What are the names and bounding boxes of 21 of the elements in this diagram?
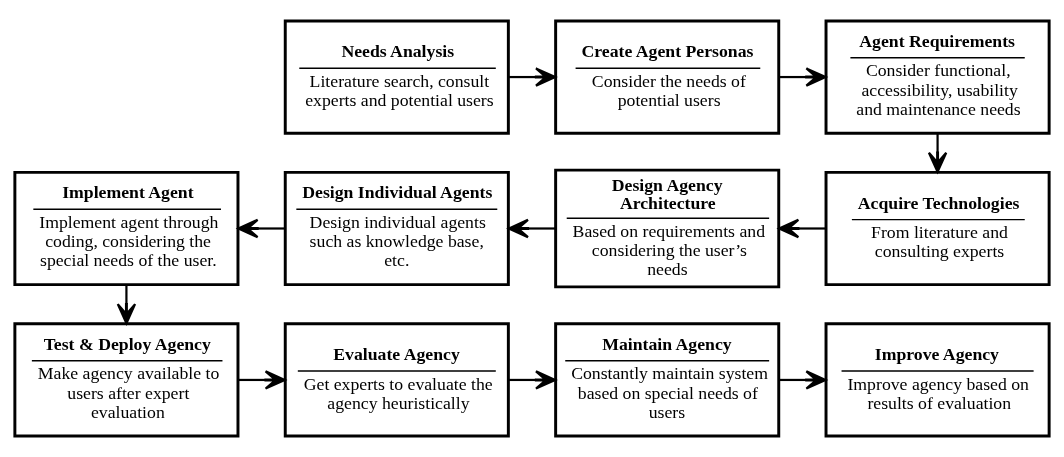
arrow <box>116 284 137 325</box>
node-box: Design Agency Architecture Based on requirements and considering the user’s needs <box>554 168 781 289</box>
arrow <box>927 133 948 173</box>
node-box: Maintain Agency Constantly maintain system based on special needs of users <box>554 322 781 438</box>
arrow <box>779 67 827 87</box>
arrow <box>778 218 826 239</box>
node-box: Improve Agency Improve agency based on results of evaluation <box>824 322 1051 438</box>
arrow <box>508 370 557 390</box>
node-box: Create Agent Personas Consider the needs of potential users <box>554 19 781 135</box>
node-box: Agent Requirements Consider functional, accessibility, usability and maintenance needs <box>824 19 1051 135</box>
node-box: Design Individual Agents Design individual agents such as knowledge base, etc. <box>283 170 510 287</box>
arrow <box>779 370 827 390</box>
node-box: Evaluate Agency Get experts to evaluate the agency heuristically <box>283 322 510 438</box>
node-box: Test & Deploy Agency Make agency available to users after expert evaluation <box>13 322 240 438</box>
node-box: Implement Agent Implement agent through coding, considering the special needs of the user. <box>13 170 240 287</box>
arrow <box>508 67 557 87</box>
node-box: Acquire Technologies From literature and consulting experts <box>824 170 1051 287</box>
node-box: Needs Analysis Literature search, consult experts and potential users <box>283 19 510 135</box>
arrow <box>238 370 286 390</box>
arrow <box>237 218 285 239</box>
arrow <box>507 218 556 239</box>
